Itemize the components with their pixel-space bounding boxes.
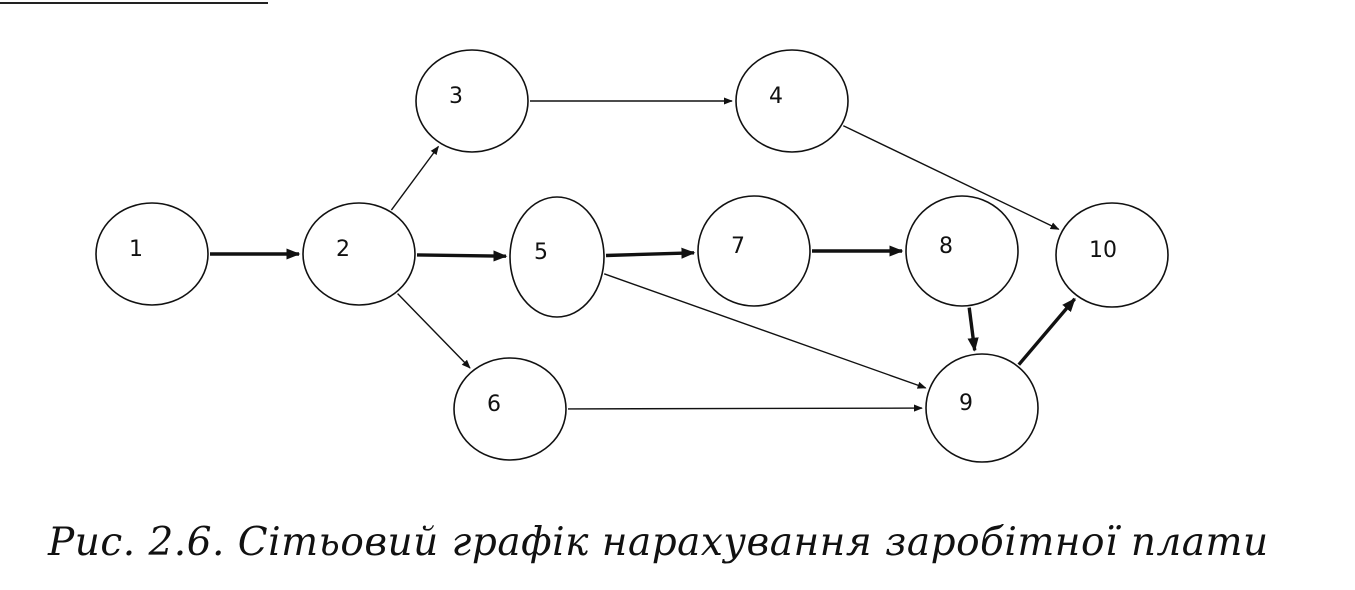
edge-2-6-arrow — [397, 293, 471, 369]
node-6-label: 6 — [487, 392, 501, 417]
edge-9-10-arrow — [1017, 297, 1076, 366]
node-10-label: 10 — [1089, 238, 1117, 263]
node-7-label: 7 — [731, 234, 745, 259]
edges-layer — [210, 97, 1076, 412]
node-5-circle — [509, 196, 605, 318]
node-7-circle — [697, 195, 811, 307]
nodes-layer: 1 2 3 4 5 6 7 8 9 10 — [95, 49, 1169, 463]
node-8-circle — [905, 195, 1019, 307]
edge-8-9-arrow — [967, 307, 979, 352]
node-8: 8 — [905, 195, 1019, 307]
node-9: 9 — [925, 353, 1039, 463]
node-3: 3 — [415, 49, 529, 153]
figure-caption: Рис. 2.6. Сітьовий графік нарахування за… — [48, 520, 1269, 565]
node-2-circle — [302, 202, 416, 306]
node-6: 6 — [453, 357, 567, 461]
node-10: 10 — [1055, 202, 1169, 308]
edge-6-9-arrow — [567, 404, 923, 412]
node-4-label: 4 — [769, 84, 783, 109]
node-3-label: 3 — [449, 84, 463, 109]
edge-4-10-arrow — [842, 125, 1060, 230]
node-9-circle — [925, 353, 1039, 463]
edge-2-3-arrow — [390, 145, 439, 211]
node-10-circle — [1055, 202, 1169, 308]
node-2-label: 2 — [336, 237, 350, 262]
node-5: 5 — [509, 196, 605, 318]
node-1: 1 — [95, 202, 209, 306]
node-6-circle — [453, 357, 567, 461]
edge-2-5-arrow — [416, 250, 508, 262]
node-5-label: 5 — [534, 240, 548, 265]
node-8-label: 8 — [939, 234, 953, 259]
top-rule-divider — [0, 2, 268, 4]
node-1-label: 1 — [129, 237, 143, 262]
edge-5-7-arrow — [605, 247, 696, 259]
node-9-label: 9 — [959, 391, 973, 416]
network-diagram: 1 2 3 4 5 6 7 8 9 10 — [95, 49, 1169, 463]
node-4: 4 — [735, 49, 849, 153]
node-2: 2 — [302, 202, 416, 306]
node-1-circle — [95, 202, 209, 306]
edge-5-9-arrow — [603, 273, 927, 389]
node-3-circle — [415, 49, 529, 153]
node-4-circle — [735, 49, 849, 153]
node-7: 7 — [697, 195, 811, 307]
